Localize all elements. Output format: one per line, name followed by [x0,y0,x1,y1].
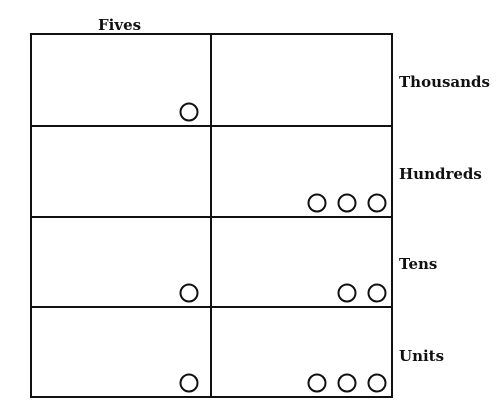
ones-counter [367,373,387,393]
counters-layer [179,102,387,393]
fives-column-header: Fives [98,16,142,34]
ones-counter [337,373,357,393]
ones-counter [367,283,387,303]
row-label-hundreds: Hundreds [399,165,482,183]
fives-counter [179,373,199,393]
ones-counter [307,193,327,213]
ones-counter [337,283,357,303]
row-label-tens: Tens [399,255,438,273]
fives-counter [179,102,199,122]
fives-counter [179,283,199,303]
row-label-units: Units [399,347,445,365]
ones-counter [367,193,387,213]
row-label-thousands: Thousands [399,73,490,91]
ones-counter [307,373,327,393]
ones-counter [337,193,357,213]
